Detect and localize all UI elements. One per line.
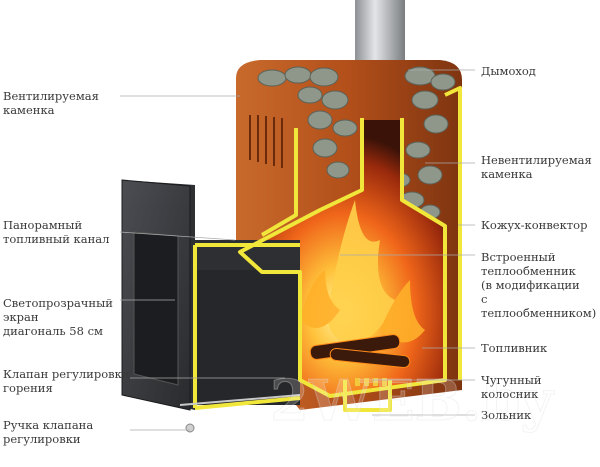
label-closed-heater: Невентилируемая каменка [481, 153, 592, 181]
label-firebox: Топливник [481, 341, 548, 355]
label-ventilated-heater: Вентилируемая каменка [3, 89, 99, 117]
leader-lines [119, 69, 475, 431]
logs [309, 334, 411, 369]
label-chimney: Дымоход [481, 64, 536, 78]
valve-knob [185, 423, 195, 433]
sauna-stones [257, 66, 456, 220]
label-panoramic-channel: Панорамный топливный канал [3, 218, 110, 246]
label-casing-convector: Кожух-конвектор [481, 218, 588, 232]
section-outline [193, 86, 462, 412]
flames [300, 200, 425, 345]
label-glass-screen: Светопрозрачный экран диагональ 58 см [3, 296, 113, 338]
label-valve-handle: Ручка клапана регулировки [3, 418, 94, 446]
label-cast-iron-grate: Чугунный колосник [481, 373, 542, 401]
label-combustion-valve: Клапан регулировки горения [3, 367, 130, 395]
glass-screen [133, 231, 179, 386]
channel-interior [195, 270, 300, 405]
grate [355, 378, 387, 386]
valve-rod [179, 394, 301, 406]
watermark: 2WEB.by [270, 368, 555, 434]
label-ash-pit: Зольник [481, 408, 532, 422]
label-heat-exchanger: Встроенный теплообменник (в модификации … [481, 250, 597, 320]
vent-slots [249, 115, 283, 168]
